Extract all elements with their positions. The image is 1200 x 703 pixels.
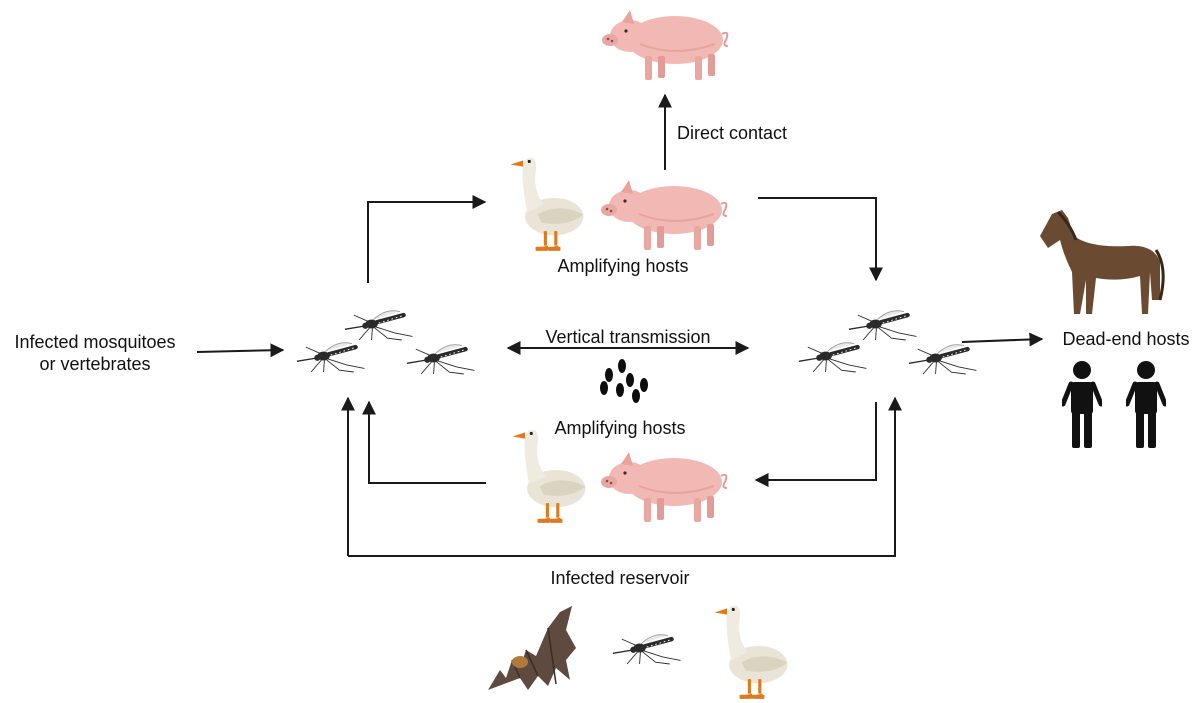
goose-icon	[510, 157, 584, 251]
arrow-right-mosquitoes-to-bottom-hosts	[754, 402, 877, 487]
mosquito-icon	[613, 635, 681, 664]
pig-icon	[599, 450, 729, 524]
direct-contact-label: Direct contact	[677, 123, 788, 143]
mosquito-icon	[345, 311, 413, 340]
arrow-to-dead-end-hosts	[961, 332, 1044, 347]
mosquito-icon	[407, 345, 475, 374]
arrow-infected-reservoir	[348, 396, 902, 557]
arrow-infected-source-to-mosquitoes	[196, 343, 285, 358]
goose-icon	[714, 605, 788, 699]
horse-icon	[1040, 210, 1165, 314]
arrow-top-hosts-to-right-mosquitoes	[758, 197, 883, 282]
goose-icon	[512, 429, 586, 523]
mosquito-icon	[297, 343, 365, 372]
mosquito-icon	[909, 345, 977, 374]
dead-end-hosts-label: Dead-end hosts	[1062, 329, 1190, 349]
pig-icon	[599, 178, 729, 252]
human-icon	[1063, 361, 1101, 448]
arrow-left-mosquitoes-to-top-hosts	[367, 195, 487, 283]
mosquito-icon	[849, 311, 917, 340]
human-icon	[1127, 361, 1165, 448]
infected-reservoir-label: Infected reservoir	[550, 568, 690, 588]
mosquito-icon	[799, 343, 867, 372]
arrow-bottom-hosts-to-left-mosquitoes	[362, 400, 486, 484]
amplifying-hosts-top-label: Amplifying hosts	[557, 256, 689, 276]
amplifying-hosts-bottom-label: Amplifying hosts	[554, 418, 686, 438]
pig-icon	[601, 9, 729, 81]
bat-icon	[488, 606, 576, 690]
infected-mosquitoes-label-line2: or vertebrates	[39, 354, 151, 374]
vertical-transmission-label: Vertical transmission	[545, 327, 711, 347]
arrows	[196, 93, 1044, 557]
infected-mosquitoes-label-line1: Infected mosquitoes	[14, 332, 176, 352]
egg-cluster-icon	[600, 359, 648, 403]
